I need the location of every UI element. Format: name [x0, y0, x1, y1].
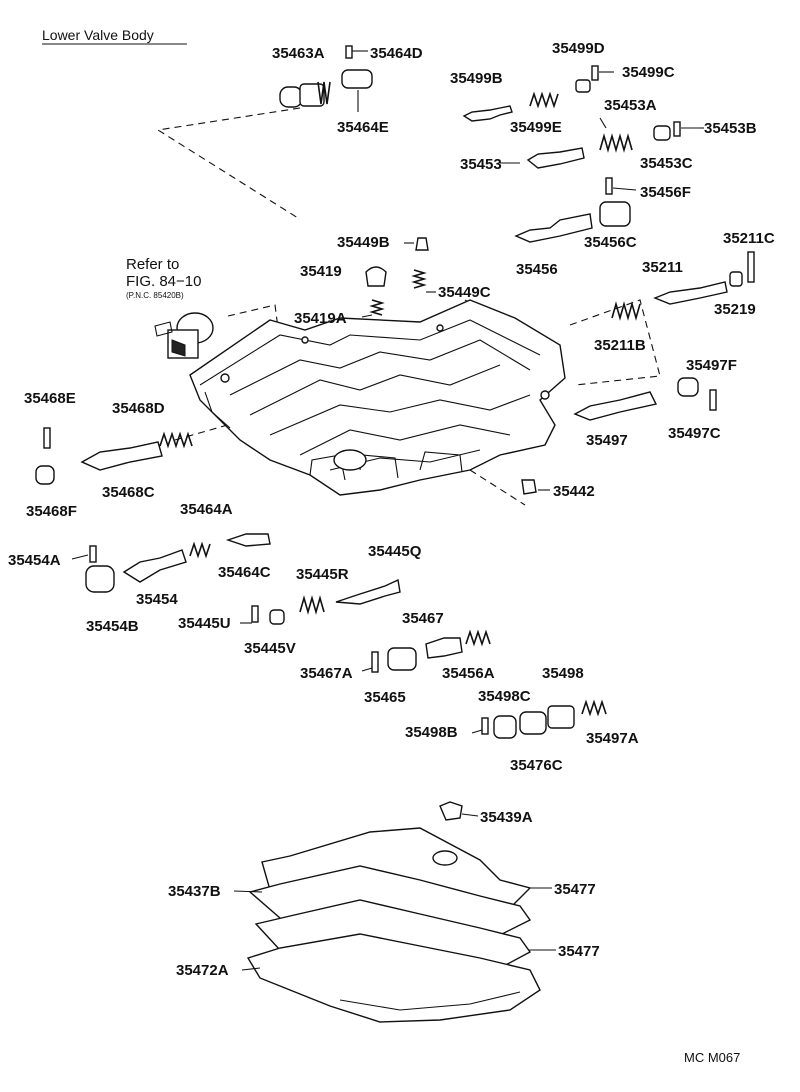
label-35419A: 35419A [294, 310, 347, 327]
label-35468F: 35468F [26, 503, 77, 520]
label-35464D: 35464D [370, 45, 423, 62]
valve-35463A [279, 45, 373, 112]
label-35453A: 35453A [604, 97, 657, 114]
label-35497C: 35497C [668, 425, 721, 442]
label-35419: 35419 [300, 263, 342, 280]
valve-35454 [85, 533, 271, 593]
label-35468C: 35468C [102, 484, 155, 501]
valve-35467 [371, 629, 491, 673]
valve-35468 [35, 427, 193, 485]
label-35445Q: 35445Q [368, 543, 422, 560]
label-35456F: 35456F [640, 184, 691, 201]
valve-35456 [514, 177, 637, 243]
valve-35211 [611, 251, 755, 321]
label-35465: 35465 [364, 689, 406, 706]
label-35453C: 35453C [640, 155, 693, 172]
label-35453: 35453 [460, 156, 502, 173]
label-35497A: 35497A [586, 730, 639, 747]
label-35211: 35211 [642, 259, 683, 276]
label-35468E: 35468E [24, 390, 76, 407]
label-35477-lower: 35477 [558, 943, 600, 960]
label-35497: 35497 [586, 432, 628, 449]
label-35498B: 35498B [405, 724, 458, 741]
label-35449C: 35449C [438, 284, 491, 301]
label-35437B: 35437B [168, 883, 221, 900]
reference-line-1: Refer to [126, 256, 179, 273]
label-35445R: 35445R [296, 566, 349, 583]
label-35211B: 35211B [594, 337, 646, 354]
label-35449B: 35449B [337, 234, 390, 251]
label-35498: 35498 [542, 665, 584, 682]
label-35477-upper: 35477 [554, 881, 596, 898]
label-35454A: 35454A [8, 552, 61, 569]
part-35439A [439, 801, 463, 821]
valve-35419 [365, 237, 429, 316]
valve-35445 [251, 578, 401, 625]
reference-line-2: FIG. 84−10 [126, 273, 201, 290]
label-35454B: 35454B [86, 618, 139, 635]
valve-35498 [481, 699, 607, 739]
label-35439A: 35439A [480, 809, 533, 826]
plug-35442 [521, 479, 550, 495]
label-35497F: 35497F [686, 357, 737, 374]
label-35472A: 35472A [176, 962, 229, 979]
label-35498C: 35498C [478, 688, 531, 705]
valve-35497 [573, 377, 717, 421]
label-35456: 35456 [516, 261, 558, 278]
label-35442: 35442 [553, 483, 595, 500]
label-35453B: 35453B [704, 120, 757, 137]
valve-35499 [462, 65, 614, 122]
label-35219: 35219 [714, 301, 756, 318]
separator-plates [246, 827, 541, 1023]
reference-line-3: (P.N.C. 85420B) [126, 291, 184, 300]
label-35467A: 35467A [300, 665, 353, 682]
label-35445U: 35445U [178, 615, 231, 632]
label-35476C: 35476C [510, 757, 563, 774]
label-35499B: 35499B [450, 70, 503, 87]
valve-35453 [526, 121, 700, 169]
label-35468D: 35468D [112, 400, 165, 417]
label-35467: 35467 [402, 610, 444, 627]
label-35499D: 35499D [552, 40, 605, 57]
label-35463A: 35463A [272, 45, 325, 62]
label-35445V: 35445V [244, 640, 296, 657]
label-35499E: 35499E [510, 119, 562, 136]
label-35211C: 35211C [723, 230, 775, 247]
label-35464A: 35464A [180, 501, 233, 518]
label-35456A: 35456A [442, 665, 495, 682]
diagram-code: MC M067 [684, 1050, 740, 1065]
solenoid-assembly [154, 312, 214, 359]
label-35499C: 35499C [622, 64, 675, 81]
leader-lines [71, 117, 704, 971]
label-35464C: 35464C [218, 564, 271, 581]
label-35456C: 35456C [584, 234, 637, 251]
label-35464E: 35464E [337, 119, 389, 136]
diagram-title: Lower Valve Body [42, 27, 154, 43]
label-35454: 35454 [136, 591, 178, 608]
lower-valve-body [189, 299, 566, 496]
